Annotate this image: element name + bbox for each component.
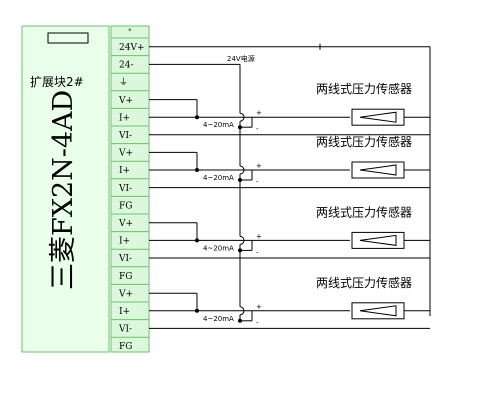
plus-label: + [256,303,262,311]
terminal-label: FG [119,201,132,211]
current-label: 4~20mA [203,315,234,323]
terminal-label: ⏚ [119,77,128,88]
terminal-label: VI- [118,184,132,194]
wire-hop [239,306,245,316]
terminal-label: I+ [119,307,130,317]
sensor-symbol-icon [359,305,397,317]
model-label: 三菱FX2N-4AD [48,90,79,290]
sensor-label: 两线式压力传感器 [316,275,412,290]
channels: 两线式压力传感器 4~20mA + - 两线式压力传感器 4~20mA + - 两线式压力传感器… [203,81,430,327]
terminal-label: VI- [118,131,132,141]
terminal-strip [110,25,150,353]
sensor-label: 两线式压力传感器 [316,134,412,149]
terminal-label: I+ [119,166,130,176]
current-label: 4~20mA [203,174,234,182]
ext-block-label: 扩展块2# [30,75,84,89]
current-label: 4~20mA [203,121,234,129]
power-label: 24V电源 [227,54,255,63]
minus-label: - [256,178,259,186]
terminal-label: I+ [119,113,130,123]
wire-hop [239,165,245,175]
terminal-label: 24- [119,61,134,71]
minus-label: - [256,248,259,256]
sensor-symbol-icon [359,164,397,176]
terminal-strip-dot: ° [128,28,132,36]
terminal-label: VI- [118,254,132,264]
plus-label: + [256,232,262,240]
wire-hop [239,112,245,122]
module-indicator [47,32,89,44]
terminal-label: FG [119,342,132,352]
sensor-label: 两线式压力传感器 [316,81,412,96]
plus-label: + [256,162,262,170]
terminal-label: V+ [118,219,133,229]
terminal-list: 24V+ 24- ⏚ V+ I+ VI- V+ I+ VI- FG V+ I+ VI- FG V+ I+ VI-… [111,37,149,352]
sensor-symbol-icon [359,111,397,123]
plc-module-body [21,25,110,353]
terminal-label: V+ [118,96,133,106]
terminal-label: V+ [118,149,133,159]
sensor-label: 两线式压力传感器 [316,204,412,219]
wiring [149,43,431,329]
terminal-label: I+ [119,237,130,247]
terminal-label: 24V+ [119,43,145,53]
terminal-label: FG [119,272,132,282]
sensor-symbol-icon [359,234,397,246]
plus-label: + [256,109,262,117]
minus-label: - [256,319,259,327]
current-label: 4~20mA [203,244,234,252]
wire-hop [239,235,245,245]
terminal-label: V+ [118,289,133,299]
terminal-label: VI- [118,325,132,335]
minus-label: - [256,125,259,133]
